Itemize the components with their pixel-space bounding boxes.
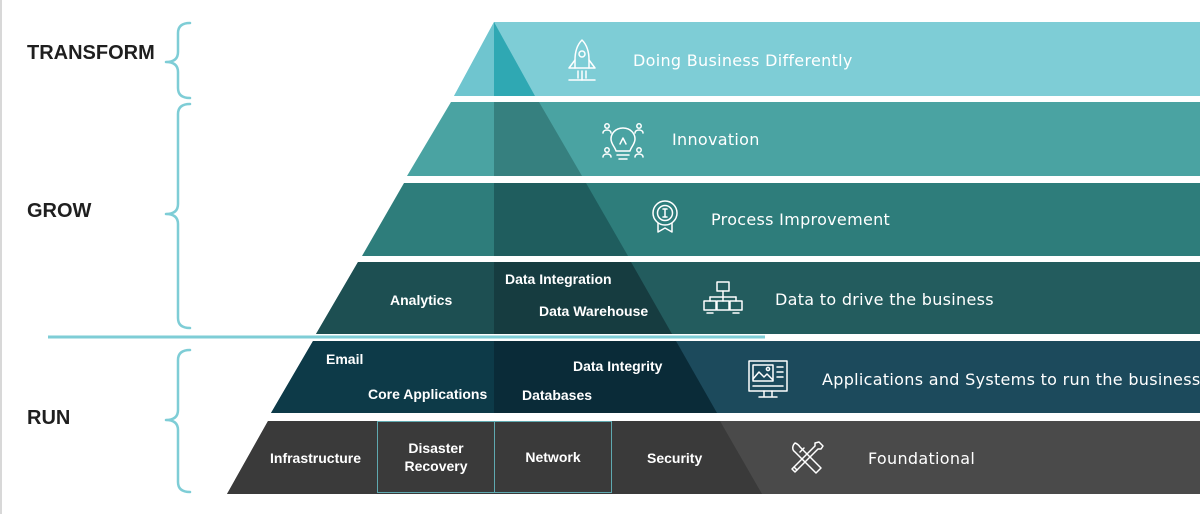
label-email: Email — [326, 351, 364, 367]
caption-data: Data to drive the business — [775, 290, 994, 309]
label-disaster-recovery: Disaster Recovery — [378, 422, 494, 492]
label-data-integrity: Data Integrity — [573, 358, 663, 374]
tier-label-grow: GROW — [27, 200, 92, 222]
disaster-recovery-text: Disaster Recovery — [404, 440, 468, 474]
label-data-warehouse: Data Warehouse — [539, 303, 649, 319]
caption-process: Process Improvement — [711, 210, 891, 229]
label-analytics: Analytics — [390, 292, 453, 308]
caption-innovation: Innovation — [672, 130, 760, 149]
label-security: Security — [647, 450, 703, 466]
cell-border-network — [494, 421, 612, 493]
caption-foundational: Foundational — [868, 449, 976, 468]
label-core-applications: Core Applications — [368, 386, 488, 402]
band-transform — [454, 22, 1200, 96]
bracket-transform — [164, 21, 192, 100]
band-applications — [271, 341, 1200, 413]
label-databases: Databases — [522, 387, 593, 403]
caption-transform: Doing Business Differently — [633, 51, 853, 70]
tier-label-transform: TRANSFORM — [27, 42, 155, 64]
dashboard-monitor-icon — [748, 360, 788, 398]
caption-applications: Applications and Systems to run the busi… — [822, 370, 1200, 389]
label-network: Network — [525, 448, 581, 465]
lightbulb-people-icon — [602, 123, 644, 160]
bracket-grow — [164, 102, 192, 330]
band-process — [362, 183, 1200, 256]
tier-brackets — [164, 21, 192, 494]
rocket-icon — [568, 39, 596, 81]
label-data-integration: Data Integration — [505, 271, 612, 287]
label-infrastructure: Infrastructure — [270, 450, 362, 466]
tier-label-run: RUN — [27, 407, 71, 429]
band-foundational — [227, 421, 1200, 494]
bracket-run — [164, 348, 192, 494]
award-badge-icon — [652, 200, 678, 233]
band-innovation — [407, 102, 1200, 176]
tools-icon — [791, 441, 824, 474]
network-icon — [703, 281, 743, 314]
band-data — [316, 262, 1200, 334]
